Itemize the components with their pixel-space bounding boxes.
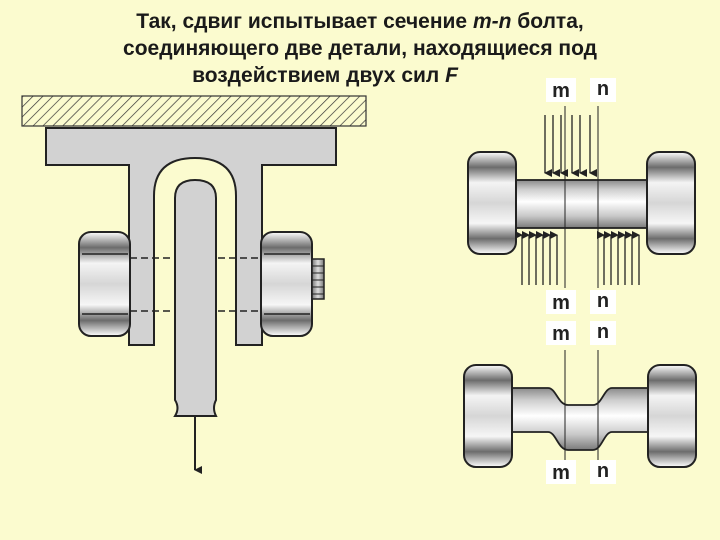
force-symbol: F — [445, 64, 458, 87]
bolt-deformed-view: m n m n — [463, 321, 697, 484]
title-text: Так, сдвиг испытывает сечение — [136, 10, 473, 33]
load-arrows-down — [544, 115, 597, 177]
title-line-3: воздействием двух сил F — [0, 62, 720, 89]
section-n-label-deformed-bottom: n — [590, 460, 616, 484]
title-text: воздействием двух сил — [192, 64, 446, 87]
fixed-support — [21, 95, 367, 127]
section-n-label: n — [597, 290, 609, 312]
bolt-head-left — [467, 151, 517, 255]
bolt-head-left — [463, 364, 513, 468]
bolt-nut-right — [260, 231, 313, 337]
bolt-shear-view: m n — [467, 78, 696, 314]
bolt-thread-end — [311, 258, 325, 300]
section-n-label-deformed-top: n — [590, 321, 616, 345]
title-line-1: Так, сдвиг испытывает сечение m-n болта, — [0, 8, 720, 35]
title-text: болта, — [511, 10, 584, 33]
bolt-shaft-deformed — [511, 387, 651, 451]
bolt-head-left — [78, 231, 131, 337]
section-n-label: n — [597, 460, 609, 482]
section-m-label-deformed-top: m — [546, 321, 576, 345]
section-m-label-top: m — [546, 78, 576, 102]
section-m-label-deformed-bottom: m — [546, 460, 576, 484]
bolt-head-right — [646, 151, 696, 255]
section-n-label: n — [597, 321, 609, 343]
section-n-label-top: n — [590, 78, 616, 102]
left-assembly — [21, 95, 367, 474]
inner-plate — [173, 178, 218, 417]
upper-part — [45, 127, 337, 346]
section-m-label: m — [552, 292, 570, 314]
load-arrows-up — [515, 231, 640, 285]
title-line-2: соединяющего две детали, находящиеся под — [123, 37, 597, 60]
section-name: m-n — [472, 10, 512, 33]
slide-title: Так, сдвиг испытывает сечение m-n болта,… — [0, 8, 720, 89]
section-m-label: m — [552, 462, 570, 484]
bolt-head-right — [647, 364, 697, 468]
section-m-label-mid: m — [546, 290, 576, 314]
section-n-label: n — [597, 78, 609, 100]
section-n-label-mid: n — [590, 290, 616, 314]
section-m-label: m — [552, 80, 570, 102]
section-m-label: m — [552, 323, 570, 345]
bolt-shaft — [513, 179, 649, 229]
